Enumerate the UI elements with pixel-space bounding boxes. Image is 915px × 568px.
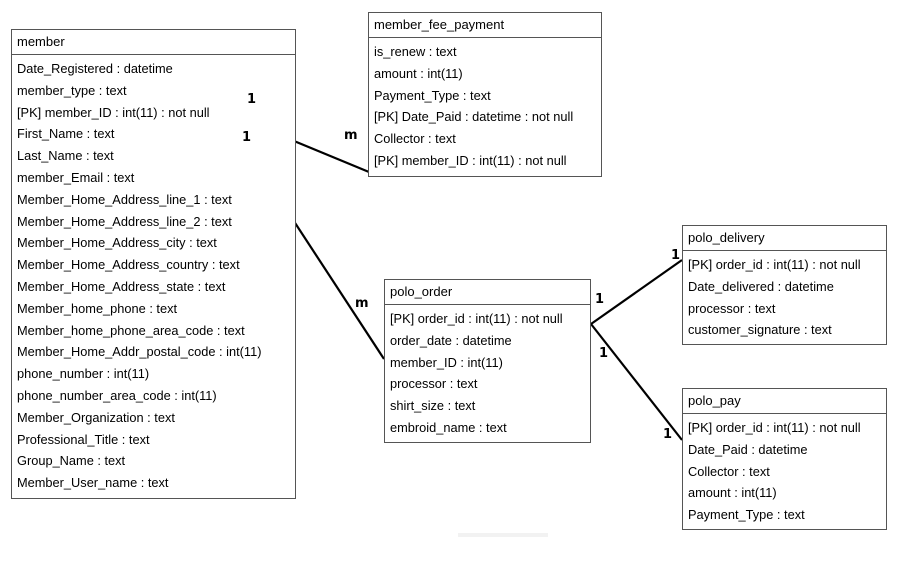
entity-title: member_fee_payment: [369, 13, 601, 38]
entity-field: Group_Name : text: [17, 453, 126, 469]
field-list: is_renew : text amount : int(11) Payment_T…: [369, 38, 601, 172]
entity-field: Member_Home_Address_city : text: [17, 235, 217, 251]
field-list: [PK] order_id : int(11) : not null order_…: [385, 305, 590, 439]
entity-title: member: [12, 30, 295, 55]
entity-field: member_Email : text: [17, 169, 135, 185]
entity-field: shirt_size : text: [390, 398, 476, 414]
entity-field: First_Name : text: [17, 126, 115, 142]
entity-title: polo_delivery: [683, 226, 886, 251]
entity-polo-order[interactable]: polo_order [PK] order_id : int(11) : not…: [384, 279, 591, 443]
entity-field: amount : int(11): [374, 65, 463, 81]
entity-field: Member_home_phone_area_code : text: [17, 322, 245, 338]
entity-field: embroid_name : text: [390, 419, 507, 435]
cardinality-member-fee-many: m: [344, 128, 358, 143]
entity-field: member_ID : int(11): [390, 354, 503, 370]
entity-field: Payment_Type : text: [374, 87, 491, 103]
entity-field: member_type : text: [17, 82, 127, 98]
entity-field: [PK] order_id : int(11) : not null: [688, 257, 861, 272]
cardinality-order-delivery-one-a: 1: [595, 292, 605, 307]
entity-field: Member_Organization : text: [17, 409, 175, 425]
entity-field: order_date : datetime: [390, 332, 512, 348]
cardinality-member-order-many: m: [355, 296, 369, 311]
entity-field: [PK] order_id : int(11) : not null: [688, 420, 861, 435]
entity-field: Member_Home_Address_state : text: [17, 278, 226, 294]
entity-member[interactable]: member Date_Registered : datetime member_…: [11, 29, 296, 499]
entity-field: Collector : text: [374, 131, 456, 147]
connector-order-to-delivery: [590, 259, 683, 325]
cardinality-order-pay-one-a: 1: [599, 346, 609, 361]
entity-field: phone_number : int(11): [17, 366, 150, 382]
entity-field: [PK] order_id : int(11) : not null: [390, 311, 563, 326]
connector-order-to-pay: [590, 323, 683, 441]
entity-field: Payment_Type : text: [688, 507, 805, 523]
entity-field: Member_Home_Address_country : text: [17, 257, 240, 273]
entity-field: [PK] member_ID : int(11) : not null: [374, 152, 567, 168]
entity-field: processor : text: [390, 376, 478, 392]
entity-field: [PK] member_ID : int(11) : not null: [17, 104, 210, 120]
entity-field: Date_Paid : datetime: [688, 441, 808, 457]
entity-field: [PK] Date_Paid : datetime : not null: [374, 109, 574, 125]
entity-field: Member_User_name : text: [17, 475, 169, 491]
entity-field: Member_home_phone : text: [17, 300, 178, 316]
entity-field: Member_Home_Address_line_2 : text: [17, 213, 232, 229]
entity-title: polo_order: [385, 280, 590, 305]
entity-field: Last_Name : text: [17, 148, 114, 164]
entity-field: phone_number_area_code : int(11): [17, 387, 217, 403]
entity-polo-pay[interactable]: polo_pay [PK] order_id : int(11) : not n…: [682, 388, 887, 530]
entity-field: Date_delivered : datetime: [688, 278, 834, 294]
field-list: Date_Registered : datetime member_type : …: [12, 55, 295, 494]
entity-field: Member_Home_Address_line_1 : text: [17, 191, 232, 207]
entity-field: amount : int(11): [688, 485, 777, 501]
entity-field: is_renew : text: [374, 44, 457, 59]
cardinality-member-fee-one: 1: [247, 92, 257, 107]
canvas-scroll-indicator: [458, 533, 548, 537]
cardinality-order-delivery-one-b: 1: [671, 248, 681, 263]
cardinality-order-pay-one-b: 1: [663, 427, 673, 442]
entity-field: Member_Home_Addr_postal_code : int(11): [17, 344, 262, 360]
entity-field: processor : text: [688, 300, 776, 316]
entity-title: polo_pay: [683, 389, 886, 414]
cardinality-member-order-one: 1: [242, 130, 252, 145]
entity-member-fee-payment[interactable]: member_fee_payment is_renew : text amount…: [368, 12, 602, 177]
entity-polo-delivery[interactable]: polo_delivery [PK] order_id : int(11) : …: [682, 225, 887, 345]
entity-field: Date_Registered : datetime: [17, 61, 173, 76]
entity-field: customer_signature : text: [688, 322, 832, 338]
entity-field: Professional_Title : text: [17, 431, 150, 447]
entity-field: Collector : text: [688, 463, 770, 479]
